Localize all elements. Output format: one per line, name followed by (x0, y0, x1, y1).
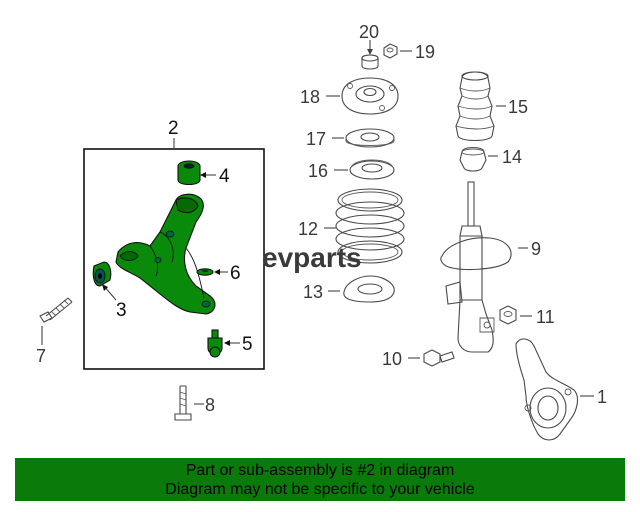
callout-11[interactable]: 11 (536, 307, 555, 327)
lower-control-arm[interactable] (115, 193, 216, 315)
strut-9[interactable]: 9 (440, 181, 541, 353)
bearing-17[interactable]: 17 (306, 128, 395, 149)
callout-2[interactable]: 2 (168, 118, 179, 139)
callout-16[interactable]: 16 (308, 161, 328, 181)
bump-stop-14[interactable]: 14 (459, 146, 522, 172)
callout-4[interactable]: 4 (219, 166, 230, 187)
callout-6[interactable]: 6 (230, 263, 241, 284)
callout-5[interactable]: 5 (242, 334, 253, 355)
callout-10[interactable]: 10 (382, 349, 402, 369)
nut-11[interactable]: 11 (499, 305, 555, 327)
bolt-8[interactable]: 8 (174, 385, 215, 421)
dust-boot-15[interactable]: 15 (455, 71, 528, 142)
bolt-10[interactable]: 10 (382, 349, 455, 369)
info-banner: Part or sub-assembly is #2 in diagram Di… (15, 458, 625, 501)
callout-9[interactable]: 9 (531, 239, 541, 259)
callout-17[interactable]: 17 (306, 129, 326, 149)
callout-3[interactable]: 3 (116, 300, 127, 321)
coil-spring-12[interactable]: 12 (298, 188, 405, 264)
callout-15[interactable]: 15 (508, 97, 528, 117)
nut-19[interactable]: 19 (383, 42, 435, 62)
callout-13[interactable]: 13 (303, 282, 323, 302)
control-arm-assembly-group[interactable]: 2 4 3 (83, 118, 265, 370)
callout-1[interactable]: 1 (597, 387, 607, 407)
callout-20[interactable]: 20 (359, 22, 379, 42)
callout-7[interactable]: 7 (36, 346, 46, 366)
watermark-logo: evparts (262, 242, 362, 273)
insulator-13[interactable]: 13 (303, 275, 395, 303)
callout-19[interactable]: 19 (415, 42, 435, 62)
banner-line-2: Diagram may not be specific to your vehi… (165, 481, 475, 498)
callout-8[interactable]: 8 (205, 395, 215, 415)
ball-joint-5[interactable] (207, 329, 223, 358)
strut-mount-18[interactable]: 18 (300, 77, 399, 115)
bolt-7[interactable]: 7 (36, 297, 73, 366)
bushing-3[interactable] (92, 261, 112, 287)
callout-18[interactable]: 18 (300, 87, 320, 107)
pin-6[interactable] (196, 268, 214, 276)
cap-20[interactable]: 20 (359, 22, 379, 70)
banner-line-1: Part or sub-assembly is #2 in diagram (185, 462, 455, 479)
bushing-4[interactable] (177, 160, 201, 186)
spring-seat-16[interactable]: 16 (308, 159, 395, 181)
callout-14[interactable]: 14 (502, 147, 522, 167)
knuckle-1[interactable]: 1 (515, 338, 607, 441)
callout-12[interactable]: 12 (298, 219, 318, 239)
